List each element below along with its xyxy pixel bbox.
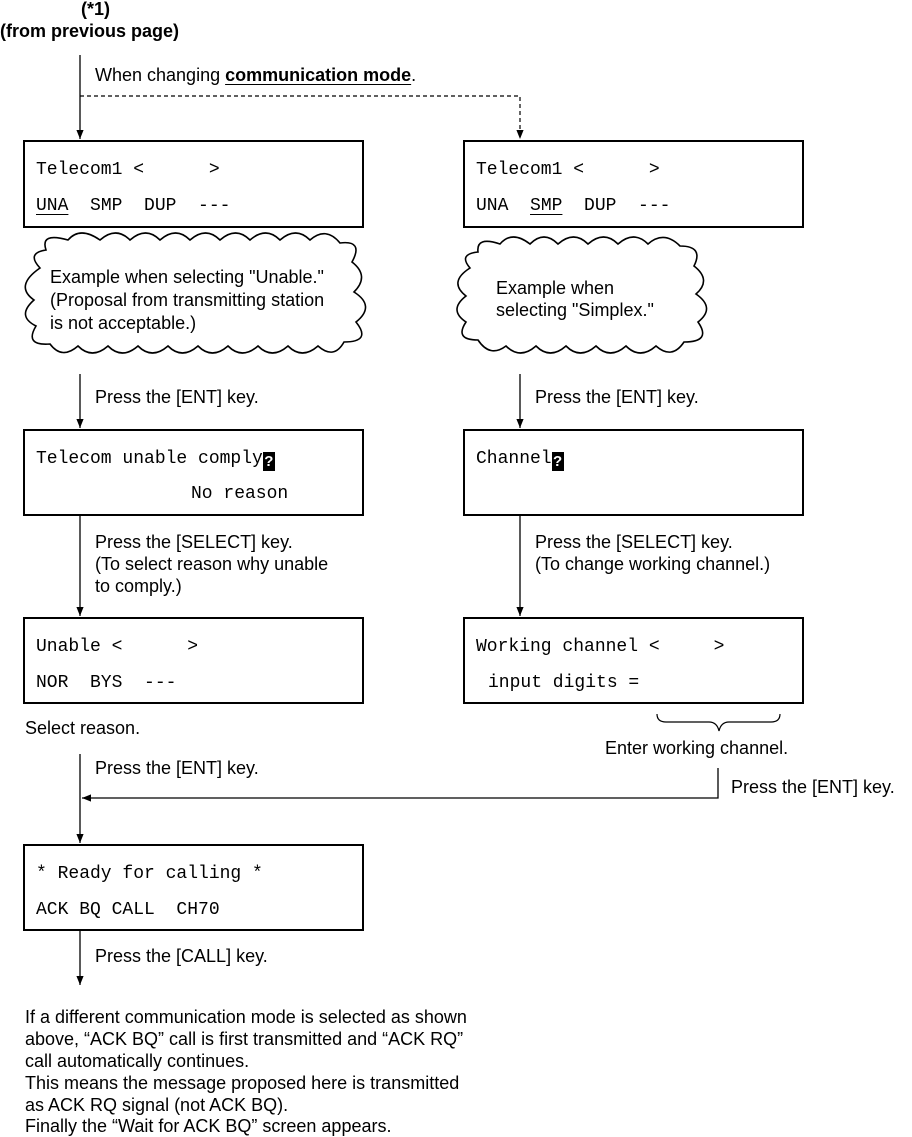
ref-label: (*1) [81,0,111,19]
step-left-ent: Press the [ENT] key. [95,387,259,407]
screen-unable: Unable < > NOR BYS --- [23,617,364,704]
step-left-ent-2: Press the [ENT] key. [95,758,259,778]
step-right-ent: Press the [ENT] key. [535,387,699,407]
option-smp: SMP [90,196,123,216]
options-line: UNA SMP DUP --- [476,196,670,216]
option-dup: DUP [144,196,177,216]
brace-working-channel [656,713,781,732]
screen-line-2: NOR BYS --- [36,673,177,693]
note-line-5: as ACK RQ signal (not ACK BQ). [25,1095,289,1115]
cloud-left-text-3: is not acceptable.) [50,313,197,333]
screen-telecom-unable-comply: Telecom unable comply? No reason [23,429,364,516]
step-left-select-1: Press the [SELECT] key. [95,532,293,552]
step-right-ent-2: Press the [ENT] key. [731,777,895,797]
screen-line-1: Telecom unable comply? [36,449,275,471]
note-line-3: call automatically continues. [25,1051,250,1071]
cloud-left-shape [24,232,367,354]
note-line-6: Finally the “Wait for ACK BQ” screen app… [25,1116,392,1136]
screen-line-2: input digits = [488,673,640,693]
screen-line-1: * Ready for calling * [36,864,263,884]
note-line-4: This means the message proposed here is … [25,1073,460,1093]
option-una: UNA [476,196,509,216]
screen-telecom-left: Telecom1 < > UNA SMP DUP --- [23,140,364,228]
option-una-selected: UNA [36,196,69,216]
screen-line-1: Telecom1 < > [36,160,220,180]
communication-mode-term: communication mode [225,65,412,85]
cursor-question-icon: ? [262,452,275,471]
channel-text: Channel [476,449,552,469]
screen-working-channel: Working channel < > input digits = [463,617,804,704]
note-line-1: If a different communication mode is sel… [25,1007,467,1027]
cloud-left-text-1: Example when selecting "Unable." [50,267,324,287]
when-changing-label: When changing communication mode. [95,64,416,86]
select-reason-label: Select reason. [25,718,141,738]
screen-channel: Channel? [463,429,804,516]
cloud-right-text-1: Example when [496,278,615,298]
unable-comply-text: Telecom unable comply [36,449,263,469]
cloud-right-text-2: selecting "Simplex." [496,300,654,320]
step-left-select-3: to comply.) [95,576,182,596]
note-line-2: above, “ACK BQ” call is first transmitte… [25,1029,464,1049]
option-none: --- [198,196,231,216]
options-line: UNA SMP DUP --- [36,196,230,216]
screen-telecom-right: Telecom1 < > UNA SMP DUP --- [463,140,804,228]
step-right-select-2: (To change working channel.) [535,554,771,574]
cloud-right-shape [456,236,708,354]
when-prefix: When changing [95,65,226,85]
from-previous-page-label: (from previous page) [0,21,180,41]
screen-line-1: Unable < > [36,637,199,657]
step-call: Press the [CALL] key. [95,946,268,966]
step-right-select-1: Press the [SELECT] key. [535,532,733,552]
screen-line-2: ACK BQ CALL CH70 [36,900,220,920]
screen-line-1: Telecom1 < > [476,160,660,180]
cursor-question-icon: ? [551,452,564,471]
no-reason-text: No reason [191,484,289,504]
cloud-left-text-2: (Proposal from transmitting station [50,290,325,310]
screen-ready-for-calling: * Ready for calling * ACK BQ CALL CH70 [23,844,364,931]
arrow-right-return [82,768,719,802]
arrow-start-right-dashed [80,95,524,139]
step-left-select-2: (To select reason why unable [95,554,329,574]
screen-line-1: Channel? [476,449,564,471]
option-smp-selected: SMP [530,196,563,216]
when-suffix: . [411,65,417,85]
option-dup: DUP [584,196,617,216]
option-none: --- [638,196,671,216]
enter-working-channel-label: Enter working channel. [605,738,789,758]
screen-line-1: Working channel < > [476,637,725,657]
